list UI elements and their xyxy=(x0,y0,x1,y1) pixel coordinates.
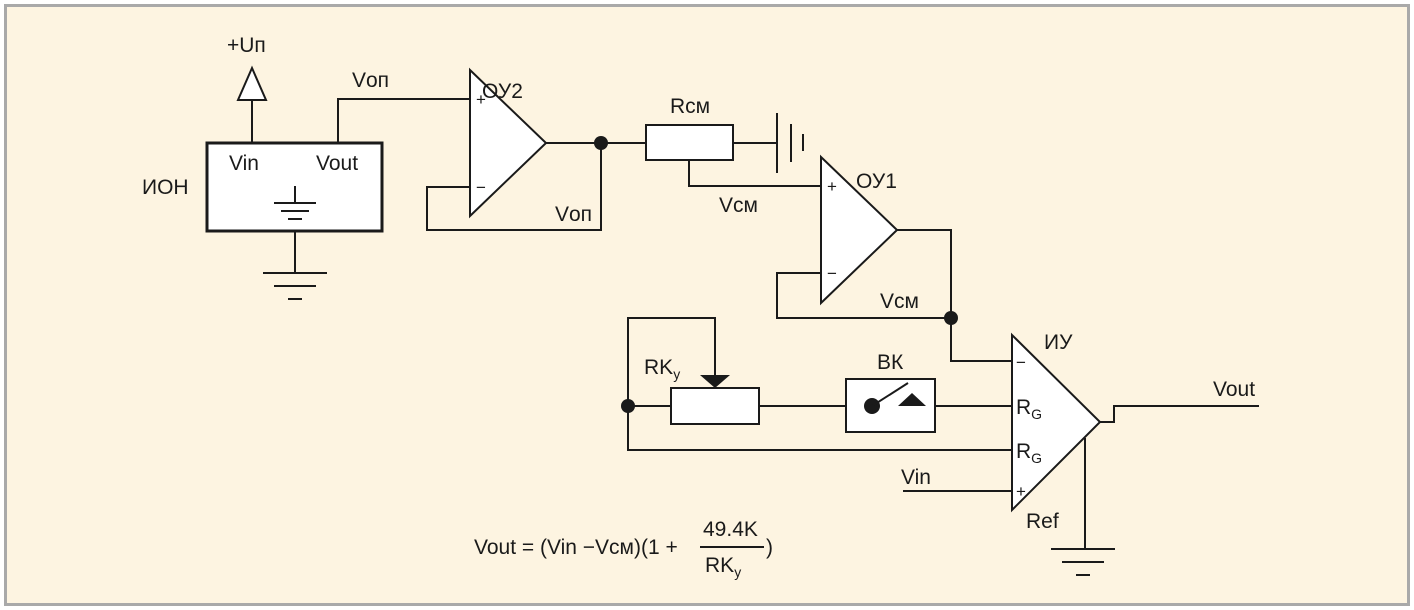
label-vcm: Vсм xyxy=(719,194,758,217)
rcm-resistor xyxy=(645,113,821,187)
label-rg-2: RG xyxy=(1016,440,1042,466)
amp-plus: + xyxy=(1016,482,1026,501)
formula-left: Vout = (Vin −Vcм)(1 + xyxy=(474,536,678,559)
op-amp-1-triangle xyxy=(820,154,899,306)
label-vout: Vout xyxy=(1213,378,1255,401)
wire-vop xyxy=(337,98,470,143)
op-amp-1 xyxy=(776,154,1012,362)
label-amp: ИУ xyxy=(1044,331,1073,354)
formula-denominator: RKy xyxy=(705,554,741,580)
label-vop-fb: Vоп xyxy=(555,203,592,226)
op-amp-2 xyxy=(426,67,646,231)
label-ion-vout: Vout xyxy=(316,152,358,175)
label-ion-vin: Vin xyxy=(229,152,259,175)
wire-op2-feedback xyxy=(426,143,602,231)
op1-plus: + xyxy=(827,177,837,196)
formula-right: ) xyxy=(766,536,773,559)
label-op2: ОУ2 xyxy=(482,80,523,103)
reference-source xyxy=(205,65,384,300)
junction-dot xyxy=(944,311,958,325)
wire-vcm xyxy=(688,160,821,187)
label-bk: ВК xyxy=(877,351,904,374)
label-vin: Vin xyxy=(901,466,931,489)
amp-minus: − xyxy=(1016,353,1026,372)
instrumentation-amp-triangle xyxy=(1011,332,1102,513)
label-supply: +Uп xyxy=(227,34,266,57)
op-amp-2-triangle xyxy=(469,67,548,219)
instrumentation-amp xyxy=(903,332,1259,576)
gain-network xyxy=(621,317,1012,451)
diagram-frame xyxy=(4,4,1410,606)
wire-op1-feedback xyxy=(776,272,951,319)
label-ref: Ref xyxy=(1026,510,1059,533)
gain-formula: Vout = (Vin −Vcм)(1 + 49.4K RKy ) xyxy=(474,518,773,580)
label-rky: RKy xyxy=(644,356,680,382)
rky-resistor xyxy=(670,387,760,425)
label-rcm: Rсм xyxy=(670,95,710,118)
wire-vout xyxy=(1100,405,1259,423)
label-vcm-fb: Vсм xyxy=(880,290,919,313)
label-ion: ИОН xyxy=(142,176,189,199)
wiper-arrow-icon xyxy=(700,375,730,388)
op2-minus: − xyxy=(476,178,486,197)
supply-arrow-icon xyxy=(236,65,268,101)
label-op1: ОУ1 xyxy=(856,170,897,193)
label-rg-1: RG xyxy=(1016,396,1042,422)
op2-plus: + xyxy=(476,90,486,109)
op1-minus: − xyxy=(827,264,837,283)
formula-numerator: 49.4K xyxy=(703,518,758,541)
wire-op1-out xyxy=(897,229,1012,362)
label-vop: Vоп xyxy=(352,69,389,92)
